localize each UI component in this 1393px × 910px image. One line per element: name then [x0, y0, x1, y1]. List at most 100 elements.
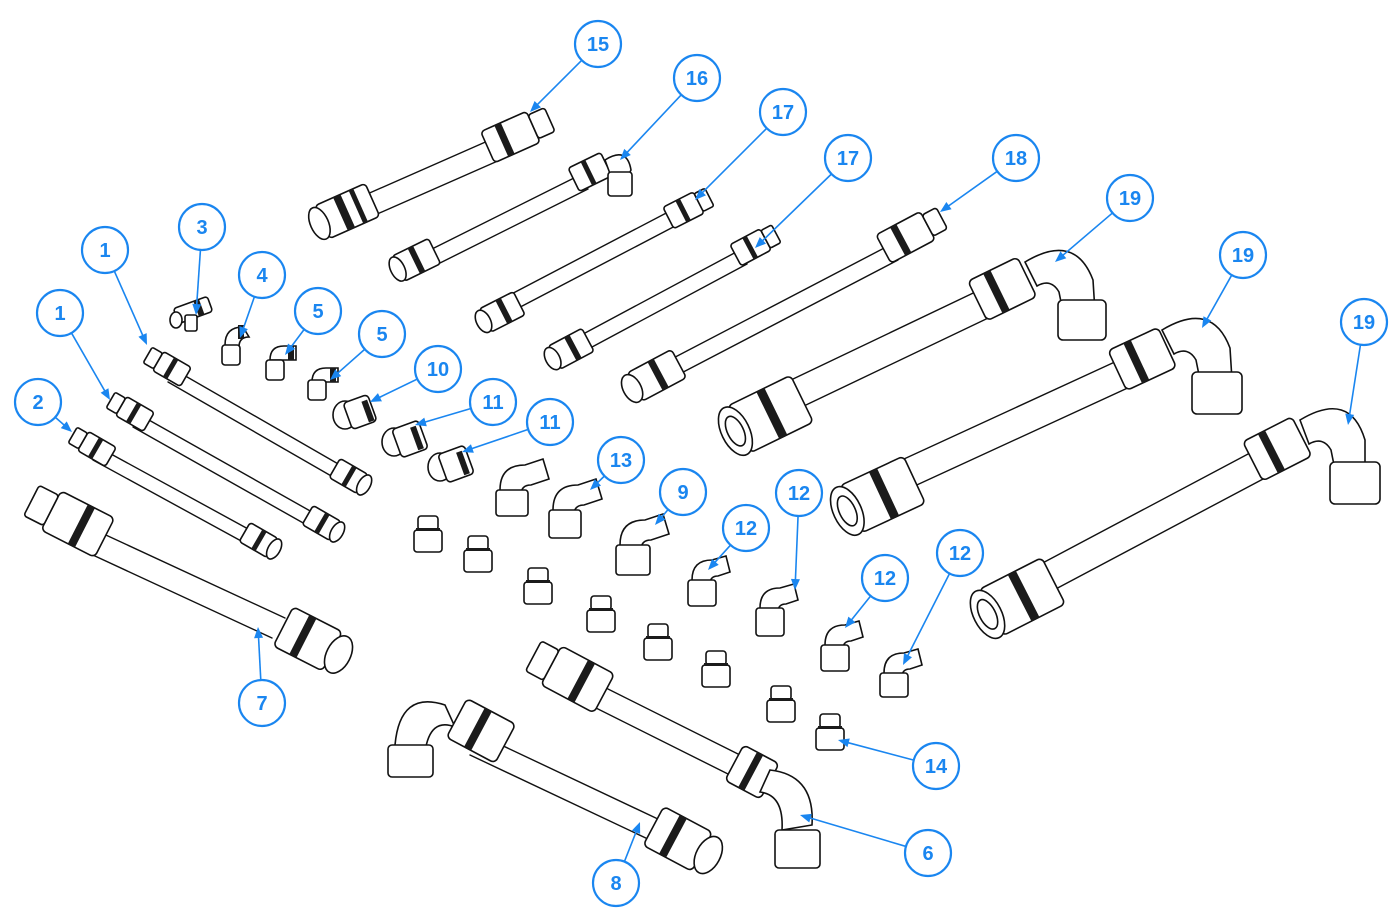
callout-number: 13: [610, 450, 632, 472]
parts-drawing: [24, 107, 1381, 875]
leader-line: [700, 127, 768, 195]
arrowhead: [192, 303, 202, 315]
callout-circle: [860, 553, 910, 603]
leader-line: [469, 428, 529, 451]
callout-circle: [293, 286, 343, 336]
leader-line: [376, 378, 418, 400]
leader-line: [807, 816, 907, 848]
callout-11: 11: [415, 377, 518, 427]
callout-circle: [1105, 173, 1155, 223]
callout-number: 11: [482, 392, 503, 414]
callout-circle: [903, 828, 953, 878]
callout-number: 14: [925, 756, 948, 778]
callout-17: 17: [755, 133, 873, 248]
callout-number: 19: [1119, 188, 1141, 210]
arrowhead: [620, 148, 631, 160]
callout-circle: [413, 344, 463, 394]
callout-number: 5: [376, 324, 387, 346]
callout-circle: [935, 528, 985, 578]
arrowhead: [838, 738, 850, 748]
fitting-12-d: [879, 648, 923, 698]
callout-number: 8: [610, 873, 621, 895]
leader-line: [70, 332, 107, 394]
fitting-9: [615, 512, 670, 576]
arrowhead: [462, 444, 474, 453]
callout-circle: [573, 19, 623, 69]
callout-circle: [35, 288, 85, 338]
arrowhead: [845, 616, 856, 628]
callout-number: 17: [772, 102, 794, 124]
hose-19-c: [969, 408, 1381, 640]
leader-line: [845, 741, 914, 761]
arrowhead: [530, 101, 541, 112]
hose-18: [620, 207, 948, 404]
arrowhead: [415, 417, 427, 427]
callout-1: 1: [80, 225, 147, 345]
callout-circle: [468, 377, 518, 427]
leader-line: [849, 595, 872, 623]
arrowhead: [1202, 316, 1212, 328]
callout-circle: [237, 250, 287, 300]
leader-line: [624, 94, 682, 155]
callout-number: 10: [427, 359, 449, 381]
hose-19-b: [829, 317, 1243, 537]
leader-line: [760, 173, 833, 244]
callout-circle: [80, 225, 130, 275]
callout-number: 3: [196, 217, 207, 239]
callout-5: 5: [330, 309, 407, 380]
leader-line: [794, 515, 799, 583]
callout-12: 12: [774, 468, 824, 590]
callout-number: 18: [1005, 148, 1027, 170]
fitting-3-tee: [169, 296, 213, 332]
callout-19: 19: [1055, 173, 1155, 262]
callout-circle: [758, 87, 808, 137]
arrowhead: [254, 627, 264, 639]
callout-circle: [13, 377, 63, 427]
arrowhead: [1055, 251, 1067, 262]
callout-circle: [658, 467, 708, 517]
callout-number: 4: [256, 265, 268, 287]
leader-line: [257, 634, 262, 681]
callout-number: 16: [686, 68, 708, 90]
arrowhead: [239, 326, 248, 338]
arrowhead: [370, 393, 382, 402]
callout-13: 13: [590, 435, 646, 490]
arrowhead: [940, 201, 952, 212]
leader-line: [946, 170, 998, 209]
callout-15: 15: [530, 19, 623, 112]
callout-circle: [1339, 297, 1389, 347]
callout-11: 11: [462, 397, 575, 453]
callout-circle: [237, 678, 287, 728]
callout-3: 3: [177, 202, 227, 315]
callout-16: 16: [620, 53, 722, 160]
fitting-13: [548, 477, 603, 539]
hose-8: [387, 699, 724, 875]
arrowhead: [790, 578, 800, 590]
callout-9: 9: [655, 467, 708, 525]
hose-2: [68, 427, 283, 560]
callout-circle: [672, 53, 722, 103]
callout-12: 12: [845, 553, 910, 628]
leader-line: [1060, 212, 1114, 258]
callout-number: 7: [256, 693, 267, 715]
callout-number: 1: [99, 240, 110, 262]
hose-17-lower: [543, 224, 781, 371]
callout-circle: [596, 435, 646, 485]
callout-circle: [823, 133, 873, 183]
fitting-10: [332, 394, 377, 430]
callout-1: 1: [35, 288, 110, 400]
callout-number: 5: [312, 301, 323, 323]
hose-1-lower: [106, 392, 346, 543]
fitting-5-b: [307, 367, 339, 401]
arrowhead: [755, 237, 767, 248]
callout-number: 17: [837, 148, 859, 170]
leader-line: [422, 407, 472, 424]
callout-circle: [177, 202, 227, 252]
leader-line: [195, 249, 202, 308]
arrowhead: [800, 813, 812, 823]
hose-17-upper: [474, 188, 715, 334]
arrowhead: [330, 369, 342, 380]
callout-number: 2: [32, 392, 43, 414]
leader-line: [113, 270, 145, 339]
callout-circle: [357, 309, 407, 359]
